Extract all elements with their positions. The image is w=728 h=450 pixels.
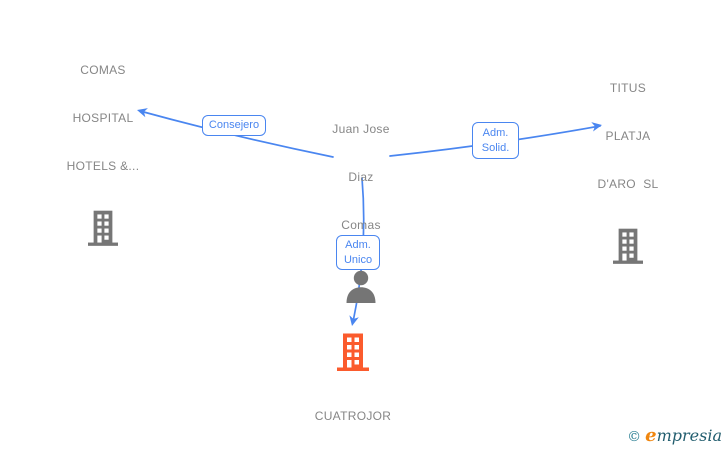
watermark-brand-rest: mpresia	[656, 426, 722, 445]
person-name-line: Comas	[341, 218, 381, 232]
person-icon	[346, 270, 376, 303]
company-node-comas-hospital-hotels[interactable]: COMAS HOSPITAL HOTELS &...	[33, 30, 173, 247]
relationship-label-adm-unico: Adm. Unico	[336, 235, 380, 270]
relationship-label-adm-solid: Adm. Solid.	[472, 122, 519, 159]
building-icon	[613, 228, 643, 264]
company-name-line: D'ARO SL	[597, 177, 659, 191]
relationship-label-text: Adm.	[345, 238, 371, 251]
person-name-line: Juan Jose	[332, 122, 390, 136]
relationship-label-consejero: Consejero	[202, 115, 266, 136]
building-icon	[88, 210, 118, 246]
arrowhead-adm-solid	[591, 122, 602, 132]
person-name: Juan Jose Diaz Comas	[332, 89, 389, 265]
person-name-line: Diaz	[348, 170, 374, 184]
company-name-line: HOTELS &...	[66, 159, 140, 173]
company-node-titus-platja[interactable]: TITUS PLATJA D'ARO SL	[558, 48, 698, 265]
company-name-line: CUATROJOR	[314, 409, 392, 423]
relationship-label-text: Unico	[343, 253, 373, 266]
arrowhead-adm-unico	[349, 315, 359, 326]
company-name-line: COMAS	[80, 63, 126, 77]
empresia-watermark: ©empresia	[627, 425, 722, 446]
company-name-line: HOSPITAL	[72, 111, 134, 125]
watermark-brand-initial: e	[645, 425, 657, 446]
person-node-juan-jose-diaz-comas[interactable]: Juan Jose Diaz Comas	[291, 89, 431, 303]
arrowhead-consejero	[137, 108, 148, 118]
relationship-label-text: Consejero	[208, 119, 260, 131]
building-icon-highlighted	[337, 333, 369, 371]
company-name: COMAS HOSPITAL HOTELS &...	[67, 30, 140, 206]
relationship-label-text: Adm.	[482, 126, 509, 139]
copyright-icon: ©	[627, 429, 642, 445]
company-name-line: PLATJA	[605, 129, 651, 143]
relationship-label-text: Solid.	[481, 141, 510, 154]
company-name-line: TITUS	[609, 81, 647, 95]
company-name: CUATROJOR SL	[315, 376, 391, 450]
company-node-cuatrojor[interactable]: CUATROJOR SL	[283, 333, 423, 450]
company-name: TITUS PLATJA D'ARO SL	[597, 48, 658, 224]
